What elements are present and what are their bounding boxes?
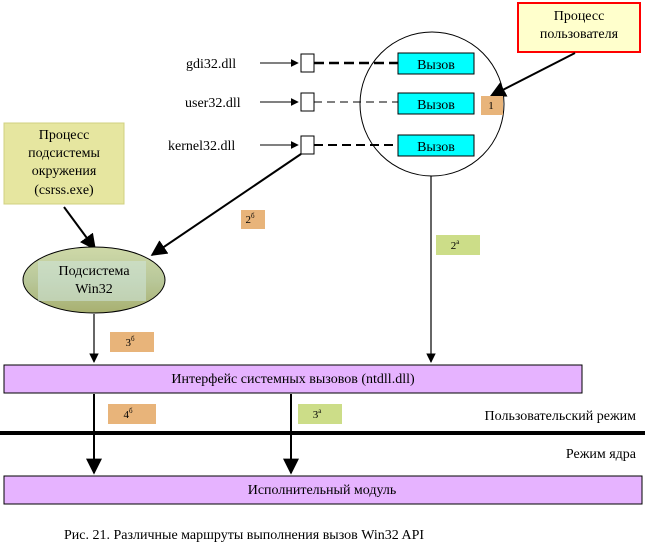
- syscall-interface-bar: [3, 364, 583, 394]
- win32-subsystem-label-1: Подсистема: [58, 264, 130, 279]
- stub-kernel32: [300, 135, 315, 155]
- subsystem-process-label-3: окружения: [32, 164, 97, 179]
- route-tag-4b: [108, 404, 156, 424]
- call-box-gdi32: [397, 52, 475, 75]
- user-process-label-2: пользователя: [540, 27, 619, 42]
- call-box-kernel32: [397, 134, 475, 157]
- route-tag-4b-label: 4б: [123, 407, 133, 421]
- arrow-user-process-to-calls: [489, 52, 576, 97]
- syscall-interface-label: Интерфейс системных вызовов (ntdll.dll): [171, 372, 415, 387]
- kernel-mode-label: Режим ядра: [566, 447, 637, 462]
- dll-label-user32: user32.dll: [185, 96, 241, 111]
- route-tag-3b: [110, 332, 154, 352]
- dll-label-kernel32: kernel32.dll: [168, 139, 235, 154]
- subsystem-process-label-2: подсистемы: [28, 146, 100, 161]
- route-tag-1: [481, 96, 503, 115]
- call-box-user32: [397, 92, 475, 115]
- user-mode-label: Пользовательский режим: [485, 409, 637, 424]
- call-box-kernel32-label: Вызов: [417, 140, 455, 155]
- win32-subsystem-label-2: Win32: [75, 282, 113, 297]
- dll-label-gdi32: gdi32.dll: [186, 57, 236, 72]
- route-tag-2b-label: 2б: [245, 212, 255, 226]
- subsystem-process-label-4: (csrss.exe): [34, 183, 94, 198]
- call-box-user32-label: Вызов: [417, 98, 455, 113]
- executive-label: Исполнительный модуль: [248, 483, 397, 498]
- win32-subsystem-highlight: [38, 261, 146, 301]
- user-process-label-1: Процесс: [554, 9, 605, 24]
- route-tag-2a-label: 2а: [451, 238, 461, 252]
- route-tag-2a: [436, 235, 480, 255]
- arrow-csrss-to-win32: [63, 206, 96, 251]
- user-process-box: [517, 2, 641, 53]
- route-tag-2b: [241, 210, 265, 229]
- user-process-calls-circle: [359, 31, 505, 177]
- figure-caption: Рис. 21. Различные маршруты выполнения в…: [64, 528, 424, 543]
- subsystem-process-label-1: Процесс: [39, 128, 90, 143]
- route-tag-3a: [298, 404, 342, 424]
- arrow-kernel32-to-win32: [150, 153, 302, 256]
- call-box-gdi32-label: Вызов: [417, 58, 455, 73]
- executive-bar: [3, 475, 643, 505]
- stub-gdi32: [300, 53, 315, 73]
- subsystem-process-box: [3, 122, 125, 205]
- route-tag-3a-label: 3а: [313, 407, 323, 421]
- stub-user32: [300, 92, 315, 112]
- route-tag-1-label: 1: [488, 100, 494, 112]
- route-tag-3b-label: 3б: [125, 335, 135, 349]
